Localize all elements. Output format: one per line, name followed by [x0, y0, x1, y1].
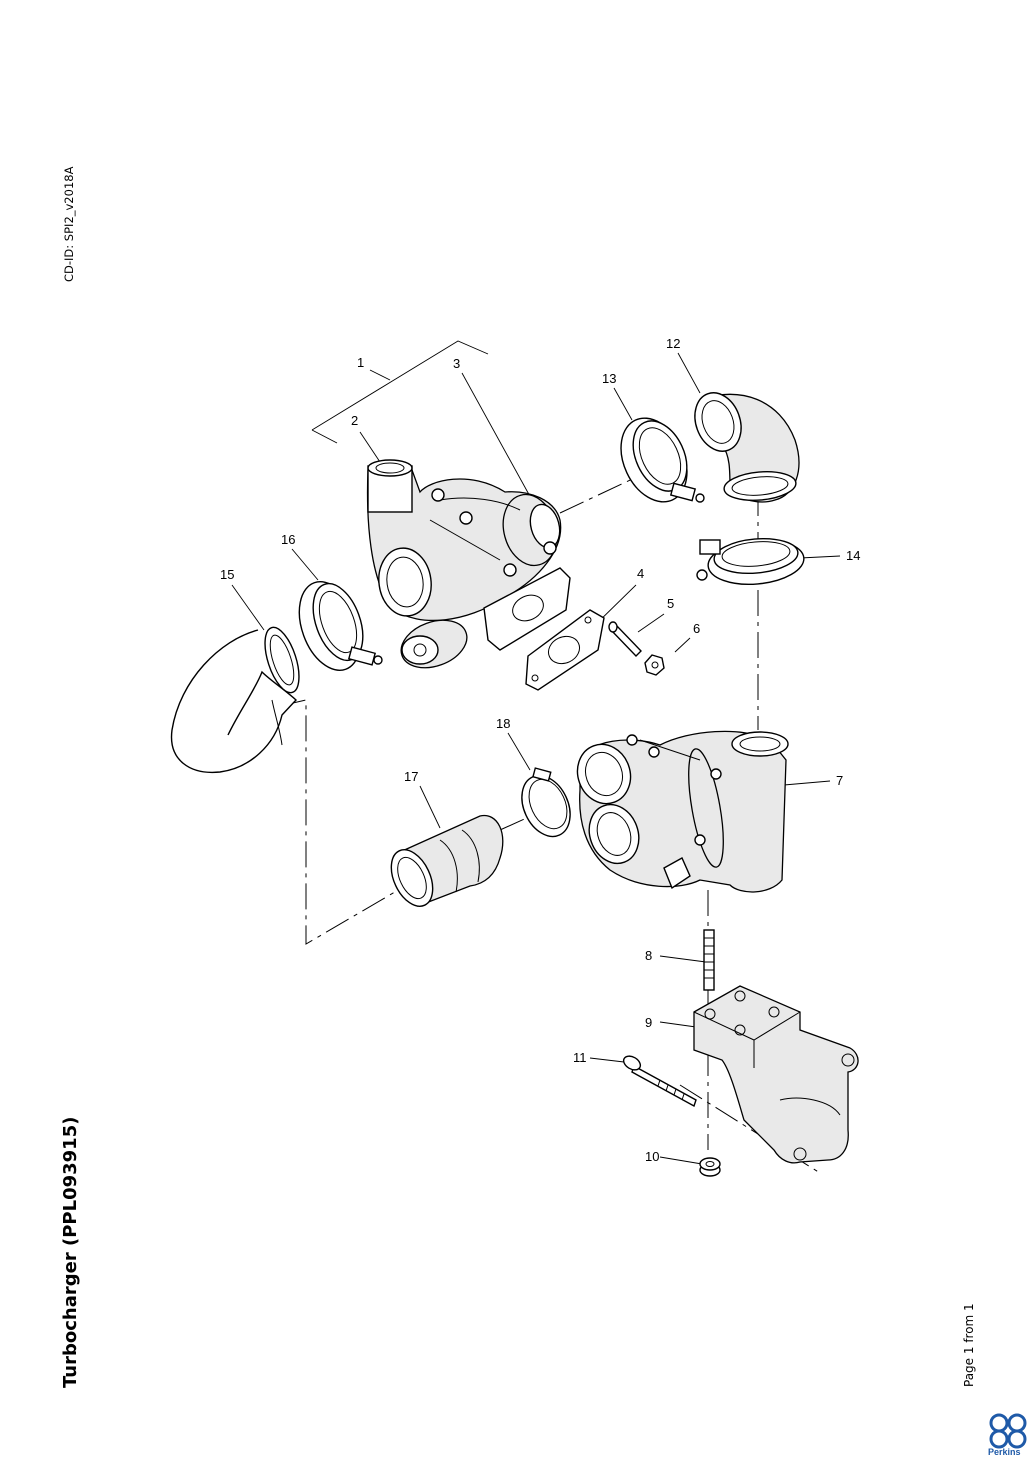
callout-14: 14	[846, 548, 860, 563]
part-4-gasket	[525, 609, 605, 691]
brand-wordmark: Perkins	[988, 1447, 1021, 1457]
callout-7: 7	[836, 773, 843, 788]
part-11-bolt	[622, 1055, 697, 1108]
part-10-nut	[699, 1157, 721, 1177]
callout-11: 11	[573, 1050, 587, 1065]
callout-18: 18	[496, 716, 510, 731]
callout-9: 9	[645, 1015, 652, 1030]
part-14-vband-clamp	[696, 537, 805, 586]
part-15-elbow-pipe	[170, 626, 300, 774]
part-13-vband-clamp	[620, 417, 705, 503]
callout-4: 4	[637, 566, 644, 581]
callout-13: 13	[602, 371, 616, 386]
part-12-elbow-connector	[694, 392, 800, 503]
leader-lines	[231, 340, 841, 1165]
callout-6: 6	[693, 621, 700, 636]
callout-8: 8	[645, 948, 652, 963]
callout-3: 3	[453, 356, 460, 371]
callout-1: 1	[357, 355, 364, 370]
part-17-hose	[390, 814, 504, 907]
callout-10: 10	[645, 1149, 659, 1164]
callout-5: 5	[667, 596, 674, 611]
part-8-stud	[703, 929, 715, 991]
part-18-hose-clamp	[521, 767, 571, 838]
callout-15: 15	[220, 567, 234, 582]
part-16-vband-clamp	[298, 581, 383, 671]
part-9-bracket	[693, 985, 859, 1164]
part-7-turbocharger-lower	[576, 730, 789, 893]
callout-2: 2	[351, 413, 358, 428]
part-6-nut	[644, 654, 665, 676]
callout-17: 17	[404, 769, 418, 784]
callout-12: 12	[666, 336, 680, 351]
part-5-stud	[608, 621, 642, 657]
perkins-logo-icon	[989, 1413, 1027, 1449]
part-3-turbocharger-upper	[366, 459, 571, 669]
callout-16: 16	[281, 532, 295, 547]
